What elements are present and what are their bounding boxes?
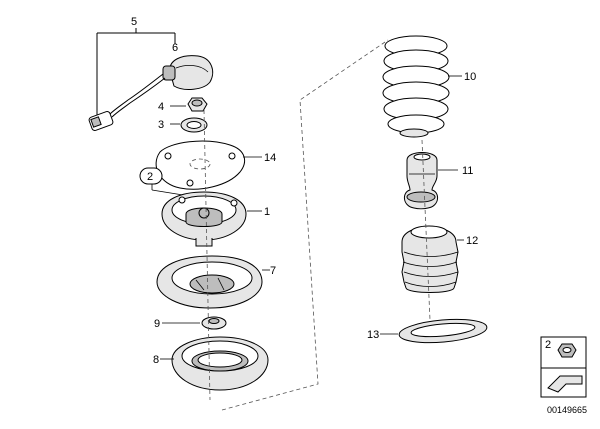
callout-2[interactable]: 2 bbox=[147, 171, 153, 183]
part-7-spring-pad bbox=[156, 255, 263, 309]
part-12-bellows bbox=[401, 225, 459, 293]
callout-5[interactable]: 5 bbox=[131, 16, 137, 28]
callout-14[interactable]: 14 bbox=[264, 152, 276, 164]
part-1-top-mount bbox=[161, 191, 247, 247]
part-3-washer bbox=[180, 117, 208, 133]
axis-left bbox=[203, 109, 211, 401]
part-11-bump-stop bbox=[404, 152, 438, 210]
part-6-sensor bbox=[88, 55, 214, 131]
part-13-ring bbox=[398, 318, 488, 344]
callout-5-bracket bbox=[96, 28, 176, 118]
part-14-gasket bbox=[155, 140, 246, 190]
callout-13[interactable]: 13 bbox=[367, 329, 379, 341]
diagram-id: 00149665 bbox=[547, 405, 587, 415]
callout-10[interactable]: 10 bbox=[464, 71, 476, 83]
axis-right bbox=[421, 139, 431, 321]
callout-11[interactable]: 11 bbox=[462, 165, 473, 177]
callout-3[interactable]: 3 bbox=[158, 119, 164, 131]
callout-9[interactable]: 9 bbox=[154, 318, 160, 330]
callout-6[interactable]: 6 bbox=[172, 42, 178, 54]
legend-label: 2 bbox=[545, 339, 551, 351]
part-9-spacer bbox=[201, 316, 227, 330]
arrow-icon bbox=[547, 375, 583, 393]
callout-8[interactable]: 8 bbox=[153, 354, 159, 366]
alignment-line bbox=[221, 39, 389, 411]
callout-1[interactable]: 1 bbox=[264, 206, 270, 218]
part-8-lower-pad bbox=[171, 336, 269, 391]
callout-12[interactable]: 12 bbox=[466, 235, 478, 247]
callout-2-box bbox=[139, 167, 184, 196]
legend-box bbox=[540, 336, 587, 398]
callout-7[interactable]: 7 bbox=[270, 265, 276, 277]
part-10-spring bbox=[382, 35, 450, 138]
callout-4[interactable]: 4 bbox=[158, 101, 164, 113]
part-4-nut bbox=[187, 97, 208, 112]
